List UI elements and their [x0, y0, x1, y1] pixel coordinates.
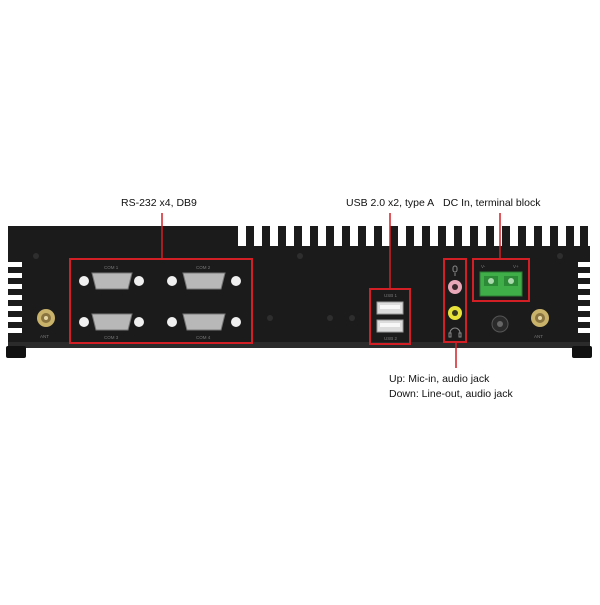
db9-port-3: [79, 313, 144, 331]
dc-in-callout: DC In, terminal block: [443, 197, 541, 209]
com2-label: COM 2: [196, 265, 211, 270]
com4-label: COM 4: [196, 335, 211, 340]
usb-port-1: [376, 301, 404, 315]
terminal-block: [479, 271, 523, 297]
usb-port-2: [376, 319, 404, 333]
com1-label: COM 1: [104, 265, 119, 270]
antenna-connector-left: [37, 309, 55, 327]
audio-callout-line-1: Up: Mic-in, audio jack: [389, 373, 490, 385]
db9-port-1: [79, 272, 144, 290]
audio-callout: Up: Mic-in, audio jack Down: Line-out, a…: [389, 372, 513, 402]
audio-callout-line-2: Down: Line-out, audio jack: [389, 388, 513, 400]
mic-in-jack: [448, 280, 462, 294]
db9-port-2: [167, 272, 241, 290]
serial-ports-callout: RS-232 x4, DB9: [121, 197, 197, 209]
ground-icon: [491, 315, 509, 333]
headphone-icon: [448, 327, 462, 338]
usb-bottom-label: USB 2: [384, 336, 398, 341]
usb-callout: USB 2.0 x2, type A: [346, 197, 435, 209]
dc-plus-label: V+: [513, 264, 519, 269]
audio-jacks-highlight: [443, 258, 467, 343]
line-out-jack: [448, 306, 462, 320]
ant-right-label: ANT: [534, 334, 543, 339]
com3-label: COM 3: [104, 335, 119, 340]
usb-top-label: USB 1: [384, 293, 398, 298]
ant-left-label: ANT: [40, 334, 49, 339]
dc-in-highlight: [472, 258, 530, 302]
serial-ports-highlight: [69, 258, 253, 344]
callout-leaders: [161, 213, 501, 368]
antenna-connector-right: [531, 309, 549, 327]
db9-port-4: [167, 313, 241, 331]
microphone-icon: [452, 265, 458, 276]
dc-minus-label: V-: [481, 264, 486, 269]
